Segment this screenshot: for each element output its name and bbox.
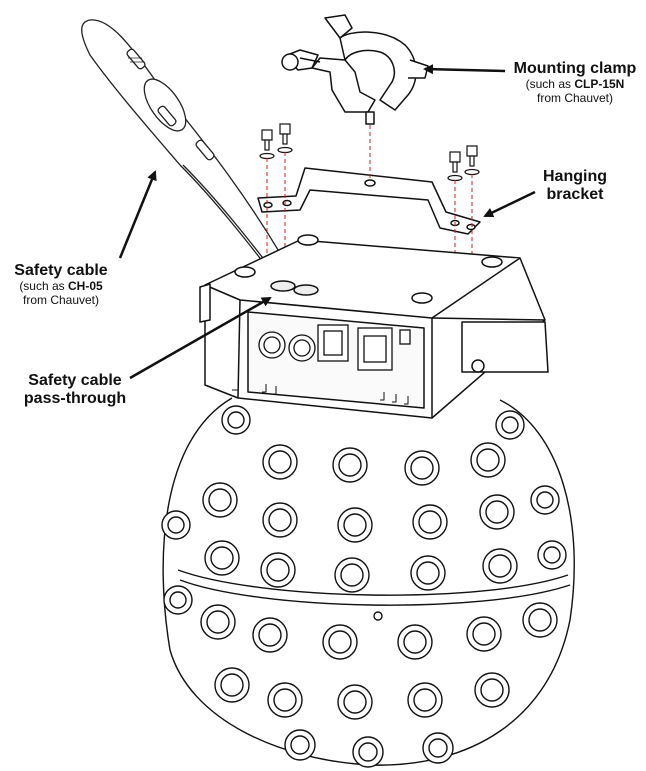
- lens-sphere-icon: [161, 397, 575, 768]
- rear-panel-connectors: [258, 324, 411, 371]
- label-pass-through-line1: Safety cable: [28, 372, 122, 389]
- arrow-hanging-bracket: [483, 190, 536, 218]
- label-mounting-clamp-line1: (such as CLP-15N: [500, 77, 646, 92]
- label-mounting-clamp: Mounting clamp (such as CLP-15N from Cha…: [500, 60, 646, 106]
- label-safety-cable-prefix: (such as: [19, 279, 68, 294]
- label-safety-cable-model: CH-05: [68, 279, 103, 294]
- label-mounting-clamp-title: Mounting clamp: [513, 60, 637, 77]
- label-hanging-bracket: Hanging bracket: [520, 168, 630, 205]
- label-safety-cable-line2: from Chauvet): [22, 293, 100, 308]
- label-pass-through: Safety cable pass-through: [2, 372, 148, 409]
- callout-arrows: [118, 64, 536, 380]
- mounting-clamp-icon: [281, 14, 429, 125]
- label-mounting-clamp-line2: from Chauvet): [536, 91, 614, 106]
- bracket-screws-icon: [259, 123, 480, 182]
- label-mounting-clamp-model: CLP-15N: [574, 77, 625, 92]
- safety-cable-icon: [81, 19, 291, 276]
- label-hanging-bracket-line2: bracket: [546, 186, 604, 204]
- label-pass-through-line2: pass-through: [23, 390, 127, 408]
- arrow-pass-through: [129, 296, 272, 380]
- arrow-mounting-clamp: [423, 64, 506, 75]
- label-mounting-clamp-prefix: (such as: [525, 77, 575, 92]
- label-hanging-bracket-line1: Hanging: [543, 168, 607, 185]
- label-safety-cable: Safety cable (such as CH-05 from Chauvet…: [2, 262, 120, 308]
- hanging-bracket-icon: [257, 167, 481, 235]
- arrow-safety-cable: [118, 170, 157, 259]
- fixture-housing-icon: [199, 234, 549, 419]
- label-safety-cable-line1: (such as CH-05: [2, 279, 120, 294]
- label-safety-cable-title: Safety cable: [14, 262, 108, 279]
